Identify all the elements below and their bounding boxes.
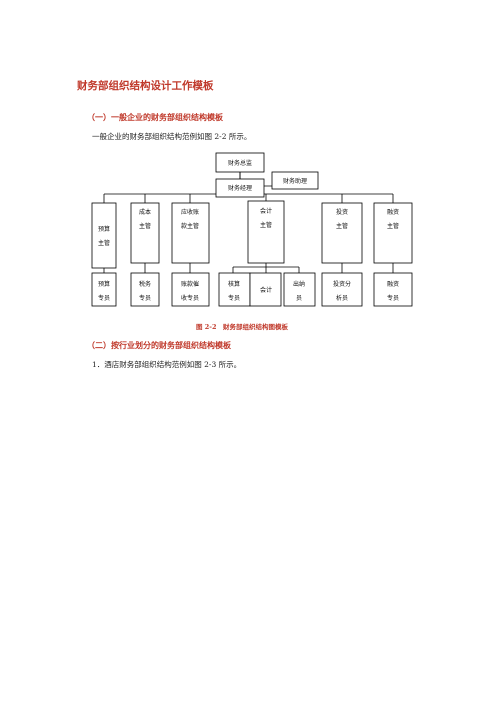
section-heading-general: （一）一般企业的财务部组织结构模板 <box>87 112 223 122</box>
box-receivable-supervisor: 应收账 款主管 <box>171 202 210 264</box>
svg-text:专员: 专员 <box>98 294 110 302</box>
box-finance-assistant: 财务助理 <box>271 171 319 190</box>
svg-text:主管: 主管 <box>336 222 348 230</box>
svg-text:员: 员 <box>296 295 302 302</box>
svg-text:投资分: 投资分 <box>333 280 351 288</box>
box-financing-staff: 融资 专员 <box>373 272 413 307</box>
box-cashier: 出纳 员 <box>283 272 316 307</box>
section-intro-text: 一般企业的财务部组织结构范例如图 2-2 所示。 <box>92 132 252 141</box>
box-investment-analyst: 投资分 析员 <box>321 272 363 307</box>
svg-text:会计: 会计 <box>260 286 272 294</box>
box-finance-assistant-label: 财务助理 <box>283 177 307 185</box>
svg-text:应收账: 应收账 <box>181 208 199 216</box>
svg-text:主管: 主管 <box>98 239 110 247</box>
box-collection-staff: 账款催 收专员 <box>171 272 210 307</box>
svg-text:出纳: 出纳 <box>293 280 305 288</box>
svg-text:会计: 会计 <box>260 207 272 215</box>
svg-text:主管: 主管 <box>260 221 272 229</box>
svg-text:主管: 主管 <box>139 222 151 230</box>
svg-text:融资: 融资 <box>387 208 399 216</box>
box-budget-staff: 预算 专员 <box>91 272 117 307</box>
box-accountant: 会计 <box>249 272 282 307</box>
box-cost-supervisor: 成本 主管 <box>130 202 160 264</box>
svg-text:主管: 主管 <box>387 222 399 230</box>
svg-text:款主管: 款主管 <box>181 222 199 230</box>
svg-text:收专员: 收专员 <box>181 294 199 302</box>
document-title: 财务部组织结构设计工作模板 <box>77 80 214 92</box>
box-investment-supervisor: 投资 主管 <box>321 202 363 264</box>
svg-text:专员: 专员 <box>139 294 151 302</box>
box-cfo-label: 财务总监 <box>228 159 252 167</box>
svg-text:专员: 专员 <box>387 294 399 302</box>
box-audit-staff: 核算 专员 <box>218 272 251 307</box>
box-financing-supervisor: 融资 主管 <box>373 202 413 264</box>
svg-text:预算: 预算 <box>98 280 110 288</box>
section-heading-industry: （二）按行业划分的财务部组织结构模板 <box>87 340 231 350</box>
figure-caption: 图 2-2 财务部组织结构图模板 <box>196 323 289 331</box>
list-item-hotel: 1．酒店财务部组织结构范例如图 2-3 所示。 <box>92 360 242 369</box>
box-accounting-supervisor: 会计 主管 <box>247 200 285 264</box>
box-budget-supervisor: 预算 主管 <box>91 202 117 269</box>
box-cfo: 财务总监 <box>215 152 265 173</box>
box-finance-manager-label: 财务经理 <box>228 184 252 192</box>
svg-text:专员: 专员 <box>228 294 240 302</box>
svg-text:成本: 成本 <box>139 208 151 216</box>
box-tax-staff: 税务 专员 <box>130 272 160 307</box>
svg-text:投资: 投资 <box>336 208 348 216</box>
svg-text:核算: 核算 <box>228 280 240 288</box>
svg-text:预算: 预算 <box>98 225 110 233</box>
svg-text:析员: 析员 <box>336 294 348 302</box>
svg-text:税务: 税务 <box>139 280 151 288</box>
svg-text:账款催: 账款催 <box>181 280 199 288</box>
svg-text:融资: 融资 <box>387 280 399 288</box>
box-finance-manager: 财务经理 <box>215 178 265 198</box>
